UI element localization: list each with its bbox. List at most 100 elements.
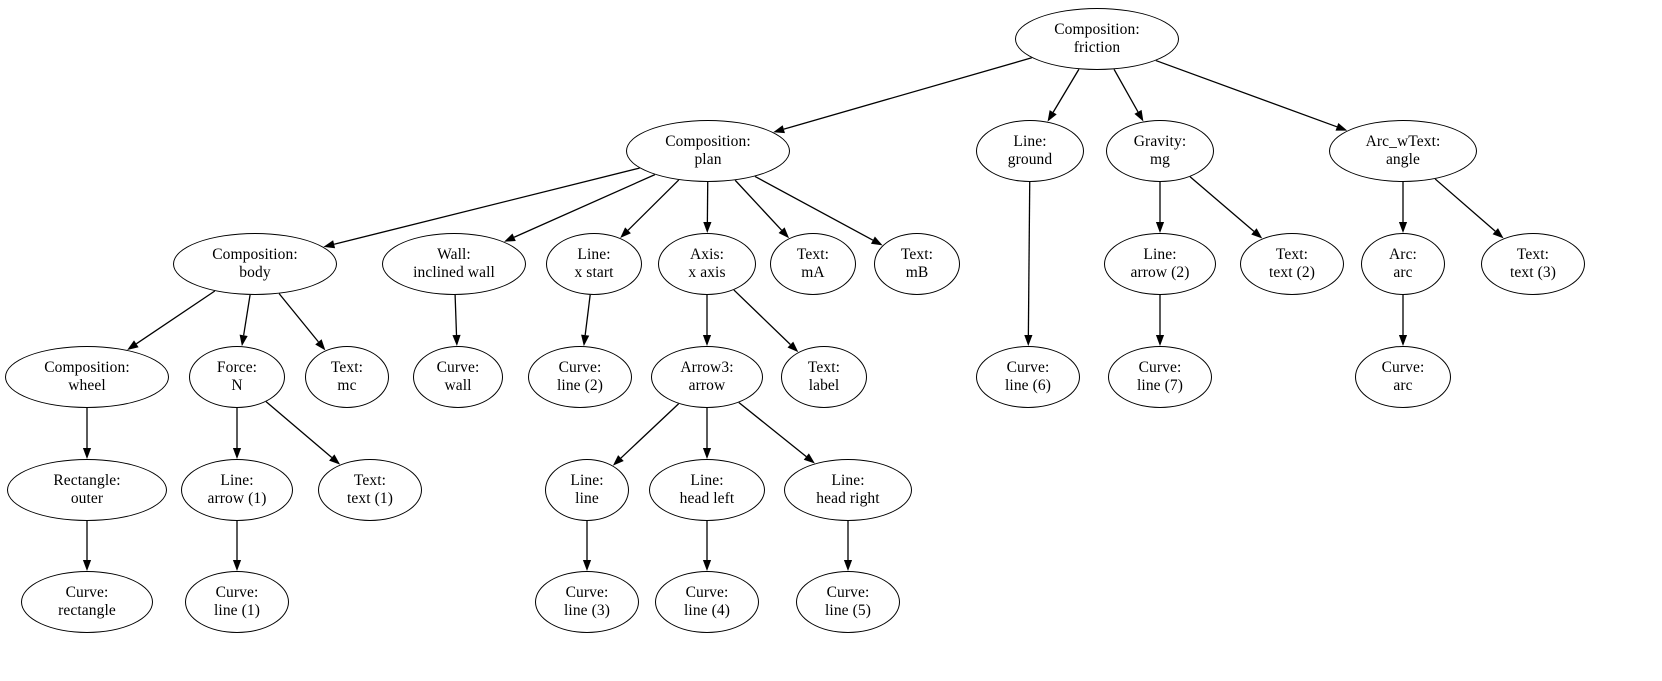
graph-edge-ground-to-line6 [1027, 181, 1031, 336]
graph-arrowhead-friction-to-ground [1047, 110, 1057, 122]
graph-arrowhead-angle-to-arc_node [1398, 222, 1408, 233]
graph-arrowhead-outer-to-rectangle [82, 560, 92, 571]
graph-node-force_N[interactable]: Force:N [189, 346, 285, 408]
node-name-label: rectangle [58, 602, 116, 619]
node-name-label: head left [679, 490, 735, 507]
node-name-label: arc [1393, 377, 1413, 394]
node-name-label: label [808, 377, 840, 394]
node-type-label: Text: [900, 245, 934, 263]
graph-edge-gravity_mg-to-text2 [1189, 176, 1255, 232]
graph-node-outer[interactable]: Rectangle:outer [7, 459, 167, 521]
graph-node-text2[interactable]: Text:text (2) [1240, 233, 1344, 295]
graph-edge-angle-to-text3 [1434, 178, 1496, 232]
graph-arrowhead-xaxis-to-label [787, 341, 799, 353]
graph-edge-xaxis-to-label [733, 289, 791, 345]
graph-node-line3[interactable]: Curve:line (3) [535, 571, 639, 633]
graph-arrowhead-line_node-to-line3 [582, 560, 592, 571]
node-name-label: mA [801, 264, 825, 281]
graph-node-line4[interactable]: Curve:line (4) [655, 571, 759, 633]
graph-node-rectangle[interactable]: Curve:rectangle [21, 571, 153, 633]
graph-node-head_right[interactable]: Line:head right [784, 459, 912, 521]
node-type-label: Arc_wText: [1365, 132, 1441, 150]
node-type-label: Rectangle: [53, 471, 121, 489]
graph-node-line2[interactable]: Curve:line (2) [528, 346, 632, 408]
graph-node-text1[interactable]: Text:text (1) [318, 459, 422, 521]
graph-arrowhead-arc_node-to-arc_curve [1398, 335, 1408, 346]
graph-node-mc[interactable]: Text:mc [305, 346, 389, 408]
graph-node-arrow2[interactable]: Line:arrow (2) [1104, 233, 1216, 295]
node-name-label: head right [816, 490, 880, 507]
node-type-label: Line: [690, 471, 724, 489]
node-type-label: Gravity: [1133, 132, 1187, 150]
node-type-label: Composition: [665, 132, 751, 150]
graph-node-line_node[interactable]: Line:line [545, 459, 629, 521]
node-name-label: line (3) [564, 602, 610, 619]
graph-node-line1[interactable]: Curve:line (1) [185, 571, 289, 633]
graph-node-line7[interactable]: Curve:line (7) [1108, 346, 1212, 408]
node-name-label: angle [1385, 151, 1421, 168]
node-name-label: arrow [688, 377, 726, 394]
graph-node-angle[interactable]: Arc_wText:angle [1329, 120, 1477, 182]
graph-arrowhead-body-to-mc [315, 339, 326, 351]
graph-node-mA[interactable]: Text:mA [770, 233, 856, 295]
node-type-label: Force: [216, 358, 258, 376]
graph-node-line5[interactable]: Curve:line (5) [796, 571, 900, 633]
node-name-label: N [231, 377, 243, 394]
graph-node-mB[interactable]: Text:mB [874, 233, 960, 295]
graph-arrowhead-xaxis-to-arrow3 [702, 335, 712, 346]
graph-edge-arrow3-to-head_right [738, 402, 807, 458]
graph-node-arrow3[interactable]: Arrow3:arrow [651, 346, 763, 408]
graph-arrowhead-inclined-to-wall_curve [452, 334, 461, 347]
graph-node-head_left[interactable]: Line:head left [649, 459, 765, 521]
node-name-label: line (6) [1005, 377, 1051, 394]
graph-arrowhead-arrow1-to-line1 [232, 560, 242, 571]
graph-node-wall_curve[interactable]: Curve:wall [413, 346, 503, 408]
node-name-label: mB [905, 264, 929, 281]
graph-arrowhead-force_N-to-text1 [329, 454, 341, 465]
node-type-label: Wall: [437, 245, 471, 263]
graph-node-arc_curve[interactable]: Curve:arc [1355, 346, 1451, 408]
node-name-label: line (1) [214, 602, 260, 619]
graph-node-arc_node[interactable]: Arc:arc [1361, 233, 1445, 295]
graph-node-friction[interactable]: Composition:friction [1015, 8, 1179, 70]
graph-edge-force_N-to-text1 [265, 401, 333, 458]
node-type-label: Line: [570, 471, 604, 489]
node-name-label: arrow (2) [1130, 264, 1190, 281]
node-type-label: Text: [353, 471, 387, 489]
graph-node-wheel[interactable]: Composition:wheel [5, 346, 169, 408]
graph-node-plan[interactable]: Composition:plan [626, 120, 790, 182]
node-name-label: mg [1149, 151, 1170, 168]
graph-node-line6[interactable]: Curve:line (6) [976, 346, 1080, 408]
node-name-label: text (1) [347, 490, 393, 507]
node-name-label: line (7) [1137, 377, 1183, 394]
graph-node-label[interactable]: Text:label [781, 346, 867, 408]
graph-arrowhead-plan-to-mA [778, 227, 790, 239]
graph-arrowhead-plan-to-xstart [620, 227, 631, 239]
node-type-label: Text: [807, 358, 841, 376]
node-name-label: outer [70, 490, 104, 507]
node-type-label: Curve: [1381, 358, 1425, 376]
graph-node-xaxis[interactable]: Axis:x axis [658, 233, 756, 295]
graph-node-arrow1[interactable]: Line:arrow (1) [181, 459, 293, 521]
graph-edge-inclined-to-wall_curve [454, 294, 458, 336]
graph-node-inclined[interactable]: Wall:inclined wall [382, 233, 526, 295]
node-name-label: body [239, 264, 271, 281]
graph-edge-body-to-force_N [242, 294, 251, 336]
node-type-label: Text: [330, 358, 364, 376]
graph-edge-arrow3-to-line_node [620, 403, 680, 459]
graph-arrowhead-friction-to-angle [1335, 122, 1348, 131]
node-name-label: line (5) [825, 602, 871, 619]
graph-node-ground[interactable]: Line:ground [976, 120, 1084, 182]
graph-node-body[interactable]: Composition:body [173, 233, 337, 295]
graph-arrowhead-arrow2-to-line7 [1155, 335, 1165, 346]
graph-arrowhead-ground-to-line6 [1024, 334, 1033, 346]
graph-edge-friction-to-angle [1155, 59, 1338, 128]
graph-node-xstart[interactable]: Line:x start [546, 233, 642, 295]
graph-node-text3[interactable]: Text:text (3) [1481, 233, 1585, 295]
node-name-label: text (3) [1510, 264, 1556, 281]
graph-node-gravity_mg[interactable]: Gravity:mg [1106, 120, 1214, 182]
node-name-label: text (2) [1269, 264, 1315, 281]
node-name-label: x axis [688, 264, 726, 281]
graph-arrowhead-arrow3-to-line_node [612, 455, 624, 466]
